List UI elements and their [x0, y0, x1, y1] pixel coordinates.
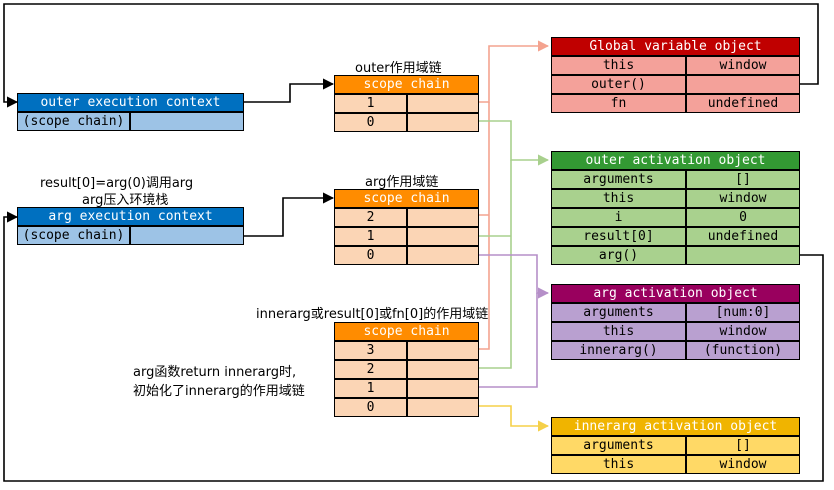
object-value: undefined	[686, 227, 800, 246]
chain-link-innerarg-ao	[453, 405, 550, 432]
scope-chain-pointer	[407, 379, 479, 398]
scope-chain-pointer	[407, 360, 479, 379]
object-value: [num:0]	[686, 303, 800, 322]
outer-arg-fn-back-link	[3, 211, 824, 482]
outer-context-title: outer execution context	[17, 93, 244, 112]
outer-scope-chain-title: scope chain	[334, 75, 479, 94]
innerarg-ao-title: innerarg activation object	[551, 417, 800, 436]
object-key: this	[551, 189, 686, 208]
arg-execution-context: arg execution context (scope chain)	[17, 207, 244, 245]
scope-chain-pointer	[407, 94, 479, 113]
init-chain-note: 初始化了innerarg的作用域链	[133, 384, 305, 399]
scope-chain-pointer	[407, 398, 479, 417]
scope-chain-pointer	[407, 227, 479, 246]
scope-chain-index: 0	[334, 113, 407, 132]
arg-context-scope-chain-value	[130, 226, 244, 245]
scope-chain-index: 0	[334, 398, 407, 417]
arg-context-title: arg execution context	[17, 207, 244, 226]
object-value: window	[686, 455, 800, 474]
scope-chain-index: 0	[334, 246, 407, 265]
chain-link-outer-ao	[453, 120, 550, 166]
arg-scope-chain: scope chain 2 1 0	[334, 189, 479, 265]
object-key: result[0]	[551, 227, 686, 246]
return-note: arg函数return innerarg时,	[133, 365, 297, 380]
object-key: innerarg()	[551, 341, 686, 360]
arg-context-chain-link	[212, 192, 335, 237]
object-key: this	[551, 322, 686, 341]
scope-chain-pointer	[407, 341, 479, 360]
global-variable-object: Global variable object this window outer…	[551, 37, 800, 113]
scope-chain-pointer	[407, 208, 479, 227]
object-value: []	[686, 436, 800, 455]
scope-chain-index: 2	[334, 360, 407, 379]
object-value	[686, 246, 800, 265]
outer-context-scope-chain-field: (scope chain)	[17, 112, 130, 131]
scope-chain-pointer	[407, 113, 479, 132]
scope-chain-index: 1	[334, 94, 407, 113]
object-value: []	[686, 170, 800, 189]
scope-chain-pointer	[407, 246, 479, 265]
object-value: window	[686, 56, 800, 75]
arg-scope-chain-title: scope chain	[334, 189, 479, 208]
scope-chain-index: 1	[334, 379, 407, 398]
arg-context-scope-chain-field: (scope chain)	[17, 226, 130, 245]
result-call-note: result[0]=arg(0)调用arg	[40, 176, 194, 191]
innerarg-chain-label: innerarg或result[0]或fn[0]的作用域链	[256, 307, 489, 322]
outer-context-chain-link	[233, 78, 335, 103]
scope-chain-index: 3	[334, 341, 407, 360]
object-key: arguments	[551, 303, 686, 322]
arg-push-note: arg压入环境栈	[82, 193, 169, 208]
innerarg-scope-chain: scope chain 3 2 1 0	[334, 322, 479, 417]
outer-context-scope-chain-value	[130, 112, 244, 131]
object-key: this	[551, 455, 686, 474]
object-key: this	[551, 56, 686, 75]
object-key: fn	[551, 94, 686, 113]
outer-ao-title: outer activation object	[551, 151, 800, 170]
object-value: window	[686, 189, 800, 208]
chain-link-arg-ao	[453, 254, 550, 299]
object-key: i	[551, 208, 686, 227]
arg-activation-object: arg activation object arguments [num:0] …	[551, 284, 800, 360]
object-value: (function)	[686, 341, 800, 360]
object-key: arguments	[551, 436, 686, 455]
arg-ao-title: arg activation object	[551, 284, 800, 303]
chain-link-arg-ao	[453, 293, 538, 388]
outer-chain-label: outer作用域链	[355, 61, 442, 76]
innerarg-scope-chain-title: scope chain	[334, 322, 479, 341]
global-outer-fn-back-link	[3, 3, 819, 108]
arg-chain-label: arg作用域链	[365, 175, 439, 190]
object-key: outer()	[551, 75, 686, 94]
outer-execution-context: outer execution context (scope chain)	[17, 93, 244, 131]
global-object-title: Global variable object	[551, 37, 800, 56]
outer-scope-chain: scope chain 1 0	[334, 75, 479, 132]
object-value: window	[686, 322, 800, 341]
innerarg-activation-object: innerarg activation object arguments [] …	[551, 417, 800, 474]
outer-activation-object: outer activation object arguments [] thi…	[551, 151, 800, 265]
object-value	[686, 75, 800, 94]
scope-chain-index: 2	[334, 208, 407, 227]
scope-chain-index: 1	[334, 227, 407, 246]
object-value: undefined	[686, 94, 800, 113]
object-value: 0	[686, 208, 800, 227]
object-key: arguments	[551, 170, 686, 189]
object-key: arg()	[551, 246, 686, 265]
